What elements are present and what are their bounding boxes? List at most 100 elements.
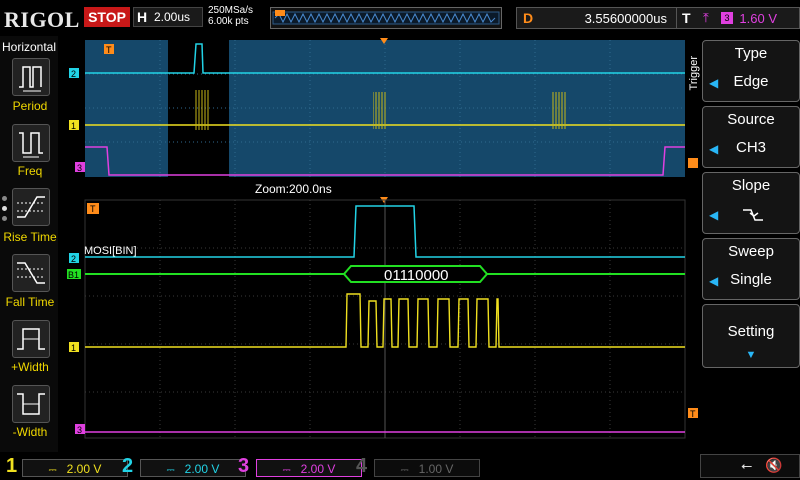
zoom-ch2-marker-label: 2: [71, 254, 76, 264]
zoom-window[interactable]: 01110000: [84, 199, 686, 439]
fall-time-icon: [17, 262, 45, 284]
period-icon: [19, 66, 42, 92]
trigger-source-badge: 3: [721, 12, 733, 24]
trigger-menu-label: Trigger: [688, 56, 700, 91]
zoom-label: Zoom:200.0ns: [255, 182, 332, 196]
channel-3-scale: ⎓2.00 V: [256, 459, 362, 477]
brand-logo: RIGOL: [4, 7, 80, 32]
trigger-source-value: CH3: [735, 139, 766, 156]
negative-width-button[interactable]: [12, 385, 50, 423]
zoom-ch1-marker-label: 1: [71, 343, 76, 353]
down-arrow-icon: ▼: [745, 349, 757, 361]
channel-1-number: 1: [6, 455, 18, 477]
overview-ch1-marker: [69, 120, 79, 130]
overview-ch1-marker-label: 1: [71, 121, 76, 131]
timebase-value: 2.00us: [154, 10, 191, 24]
period-label: Period: [12, 99, 48, 113]
rising-edge-icon: ⤒: [703, 10, 709, 25]
channel-2-scale: ⎓ 2.00 V: [140, 459, 246, 477]
overview-trigger-marker-label: T: [106, 45, 112, 55]
channel-1-scale: ⎓2.00 V: [22, 459, 128, 477]
horizontal-measure-panel: [0, 36, 58, 452]
trigger-type-title: Type: [734, 45, 768, 62]
trigger-setting-title: Setting: [727, 323, 775, 340]
overview-trigger-level-marker: [688, 158, 698, 168]
sample-rate: 250MSa/s: [208, 5, 254, 16]
channel-2-value: 2.00 V: [184, 462, 220, 476]
zoom-ch2-trace: [85, 205, 685, 258]
delay-key: D: [523, 10, 534, 26]
positive-width-icon: [17, 328, 45, 350]
channel-2-number: 2: [122, 455, 134, 477]
overview-ch2-marker-label: 2: [71, 69, 76, 79]
rise-time-label: Rise Time: [3, 230, 57, 244]
memory-overview-graphic: [272, 10, 500, 25]
negative-width-label: -Width: [12, 425, 48, 439]
dc-coupling-icon: ⎓: [166, 465, 175, 476]
timebase-box[interactable]: H 2.00us: [133, 7, 203, 27]
trigger-slope-button[interactable]: Slope ◀: [702, 172, 800, 234]
channel-4-scale: ⎓ 1.00 V: [374, 459, 480, 477]
trigger-sweep-value: Single: [730, 271, 772, 288]
zoom-trigger-level-marker-label: T: [690, 409, 696, 419]
trigger-sweep-button[interactable]: Sweep ◀ Single: [702, 238, 800, 300]
channel-3-tab[interactable]: 3 ⎓2.00 V: [234, 455, 362, 479]
channel-3-number: 3: [238, 455, 250, 477]
dc-coupling-icon: ⎓: [400, 465, 409, 476]
zoom-ch3-marker: [75, 424, 85, 434]
trigger-type-button[interactable]: Type ◀ Edge: [702, 40, 800, 102]
overview-ch1-burst: [194, 90, 210, 130]
overview-window[interactable]: [85, 40, 685, 177]
page-dots: [2, 196, 8, 221]
speaker-mute-icon[interactable]: 🔇: [765, 457, 783, 473]
channel-4-tab[interactable]: 4 ⎓ 1.00 V: [352, 455, 480, 479]
left-arrow-icon: ◀: [709, 142, 719, 156]
dc-coupling-icon: ⎓: [48, 465, 57, 476]
rise-time-icon: [17, 196, 45, 218]
channel-1-tab[interactable]: 1 ⎓2.00 V: [0, 455, 128, 479]
positive-width-label: +Width: [11, 360, 49, 374]
trigger-sweep-title: Sweep: [728, 243, 774, 260]
negative-width-icon: [17, 393, 45, 415]
trigger-source-button[interactable]: Source ◀ CH3: [702, 106, 800, 168]
channel-2-tab[interactable]: 2 ⎓ 2.00 V: [118, 455, 246, 479]
system-status-area: ⭠ 🔇: [700, 454, 800, 478]
channel-4-number: 4: [356, 455, 368, 477]
panel-title: Horizontal: [1, 40, 57, 54]
overview-ch1-burst: [373, 92, 387, 129]
overview-ch2-marker: [69, 68, 79, 78]
zoom-ch1-marker: [69, 342, 79, 352]
falling-edge-icon: [743, 209, 763, 221]
delay-box[interactable]: D 3.55600000us: [516, 7, 694, 29]
left-arrow-icon: ◀: [709, 274, 719, 288]
usb-icon: ⭠: [741, 457, 753, 473]
zoom-trigger-marker: [87, 203, 99, 214]
period-button[interactable]: [12, 58, 50, 96]
freq-button[interactable]: [12, 124, 50, 162]
decode-frame: [342, 265, 489, 283]
trigger-status-box[interactable]: T ⤒ 3 1.60 V: [676, 7, 800, 29]
delay-value: 3.55600000us: [584, 11, 667, 26]
trigger-setting-button[interactable]: Setting ▼: [702, 304, 800, 368]
frequency-icon: [19, 132, 43, 158]
channel-3-value: 2.00 V: [300, 462, 336, 476]
rise-time-button[interactable]: [12, 188, 50, 226]
waveform-display[interactable]: T 2 1 3 Zoom:200.0ns 01110000 T MOSI[BIN…: [60, 36, 700, 452]
acquisition-info: 250MSa/s 6.00k pts: [208, 5, 253, 27]
zoom-ch3-marker-label: 3: [77, 425, 82, 435]
trigger-key: T: [682, 10, 691, 26]
zoom-ch2-marker: [69, 253, 79, 263]
memory-overview-strip[interactable]: [270, 7, 502, 29]
positive-width-button[interactable]: [12, 320, 50, 358]
decode-label: MOSI[BIN]: [84, 245, 137, 257]
bus-b1-marker: [67, 269, 81, 279]
zoom-trigger-marker-label: T: [90, 204, 96, 214]
run-stop-indicator[interactable]: STOP: [84, 7, 130, 27]
bus-b1-marker-label: B1: [68, 270, 79, 280]
fall-time-button[interactable]: [12, 254, 50, 292]
zoom-trigger-level-marker: [688, 408, 698, 418]
timebase-key: H: [137, 9, 148, 25]
overview-ch3-marker: [75, 162, 85, 172]
trigger-level: 1.60 V: [739, 11, 777, 26]
channel-4-value: 1.00 V: [418, 462, 454, 476]
